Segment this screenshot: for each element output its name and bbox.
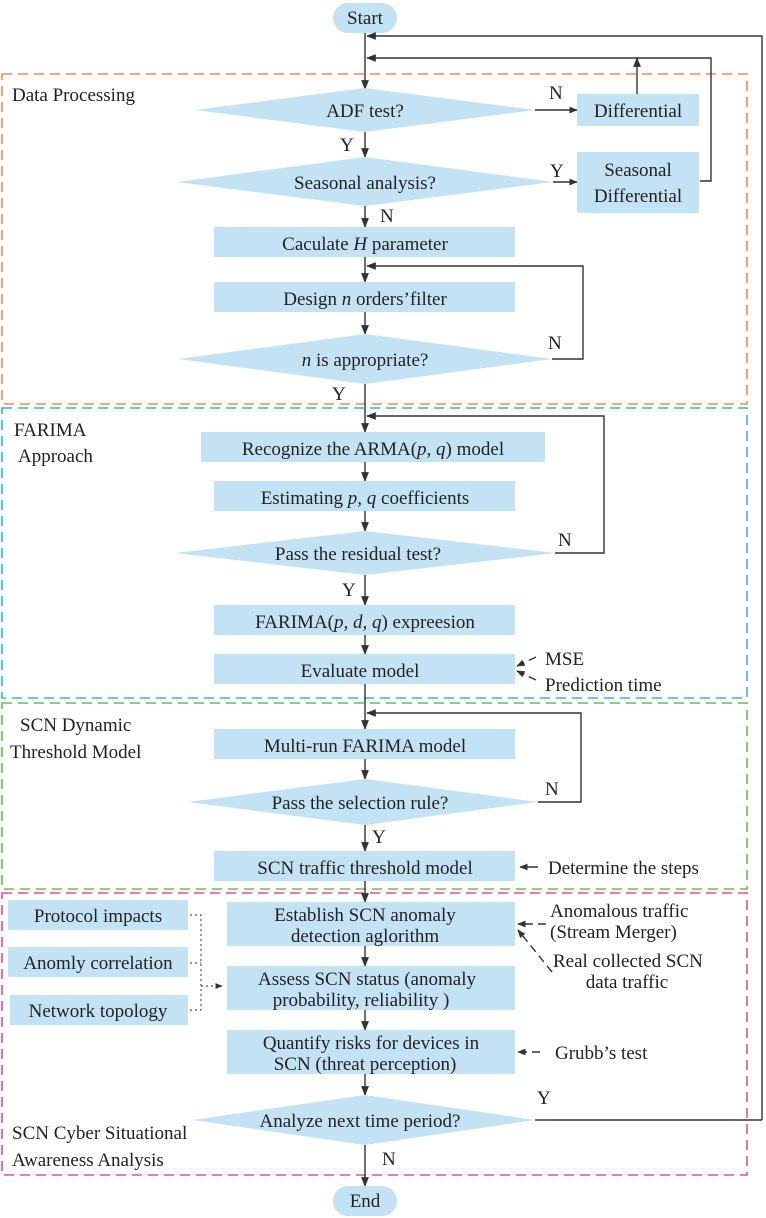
selection-rule-decision [188,779,538,825]
grubbs-test-label: Grubb’s test [555,1043,648,1064]
real-collected-label-2: data traffic [586,972,668,993]
calculate-h-label: Caculate H parameter [282,234,448,255]
anomalous-traffic-label-1: Anomalous traffic [550,901,688,922]
seasonal-analysis-label: Seasonal analysis? [294,173,436,194]
adf-no-label: N [549,83,563,104]
assess-status-label-2: probability, reliability ) [273,990,450,1011]
residual-test-yes-label: Y [342,580,356,601]
next-period-decision [193,1095,535,1145]
section-title-farima-1: FARIMA [14,420,87,441]
farima-expression-label: FARIMA(p, d, q) expreesion [255,612,475,633]
determine-steps-label: Determine the steps [548,858,699,879]
residual-test-decision [175,531,555,575]
assess-status-box [227,966,515,1010]
threshold-model-box [214,851,515,881]
start-terminal [333,3,397,33]
next-period-label: Analyze next time period? [259,1111,460,1132]
design-filter-box [214,282,515,312]
network-topology-label: Network topology [29,1001,168,1022]
design-filter-label: Design n orders’filter [283,289,447,310]
quantify-risks-label-1: Quantify risks for devices in [263,1033,480,1054]
end-label: End [350,1191,381,1212]
section-threshold-border [1,702,748,890]
section-title-farima-2: Approach [18,446,93,467]
section-title-data-processing: Data Processing [12,85,135,106]
estimating-label: Estimating p, q coefficients [261,488,470,509]
seasonal-differential-label-1: Seasonal [604,160,672,181]
adf-test-label: ADF test? [326,101,404,122]
selection-rule-no-label: N [545,779,559,800]
seasonal-yes-label: Y [550,161,564,182]
adf-yes-label: Y [340,135,354,156]
establish-detection-label-1: Establish SCN anomaly [274,905,456,926]
seasonal-no-label: N [380,206,394,227]
selection-rule-yes-label: Y [372,827,386,848]
multi-run-label: Multi-run FARIMA model [264,736,466,757]
recognize-arma-label: Recognize the ARMA(p, q) model [242,439,504,460]
end-terminal [333,1186,397,1216]
section-title-awareness-2: Awareness Analysis [12,1150,164,1171]
prediction-time-label: Prediction time [545,675,662,696]
section-title-awareness-1: SCN Cyber Situational [12,1123,187,1144]
section-title-threshold-1: SCN Dynamic [20,715,131,736]
n-appropriate-yes-label: Y [332,384,346,405]
n-appropriate-label: n is appropriate? [302,350,429,371]
loop-seasonal-differential [366,54,712,182]
anomaly-correlation-box [8,947,188,977]
evaluate-model-label: Evaluate model [301,661,420,682]
recognize-arma-box [201,432,545,462]
residual-test-label: Pass the residual test? [275,544,441,565]
anomaly-correlation-label: Anomly correlation [23,953,173,974]
n-appropriate-decision [178,334,552,384]
residual-test-no-label: N [558,530,572,551]
threshold-model-label: SCN traffic threshold model [257,858,472,879]
protocol-impacts-label: Protocol impacts [34,906,162,927]
calculate-h-box [214,227,515,257]
differential-label: Differential [594,101,682,122]
seasonal-differential-label-2: Differential [594,186,682,207]
real-collected-label-1: Real collected SCN [553,951,703,972]
estimating-box [214,481,515,511]
section-awareness-border [1,892,748,1176]
start-label: Start [347,8,384,29]
multi-run-box [214,729,515,759]
establish-detection-box [227,902,515,946]
network-topology-box [10,995,188,1025]
seasonal-differential-box [577,152,699,213]
loop-filter [366,262,584,360]
assess-status-label-1: Assess SCN status (anomaly [258,969,476,990]
evaluate-model-box [214,654,515,684]
establish-detection-label-2: detection aglorithm [291,926,439,947]
section-farima-border [1,407,748,699]
next-period-no-label: N [382,1149,396,1170]
adf-test-decision [195,88,535,132]
seasonal-analysis-decision [177,157,553,206]
anomalous-traffic-label-2: (Stream Merger) [550,922,677,943]
selection-rule-label: Pass the selection rule? [272,793,449,814]
loop-selection [366,709,582,803]
section-title-threshold-2: Threshold Model [10,742,141,763]
mse-label: MSE [545,649,584,670]
loop-residual [366,412,605,554]
quantify-risks-box [227,1030,515,1074]
farima-expression-box [214,605,515,635]
differential-box [577,94,699,126]
next-period-yes-label: Y [537,1088,551,1109]
quantify-risks-label-2: SCN (threat perception) [274,1054,457,1075]
loop-next-period [366,32,763,1120]
protocol-impacts-box [8,900,188,930]
n-appropriate-no-label: N [548,333,562,354]
section-data-processing-border [1,73,748,405]
